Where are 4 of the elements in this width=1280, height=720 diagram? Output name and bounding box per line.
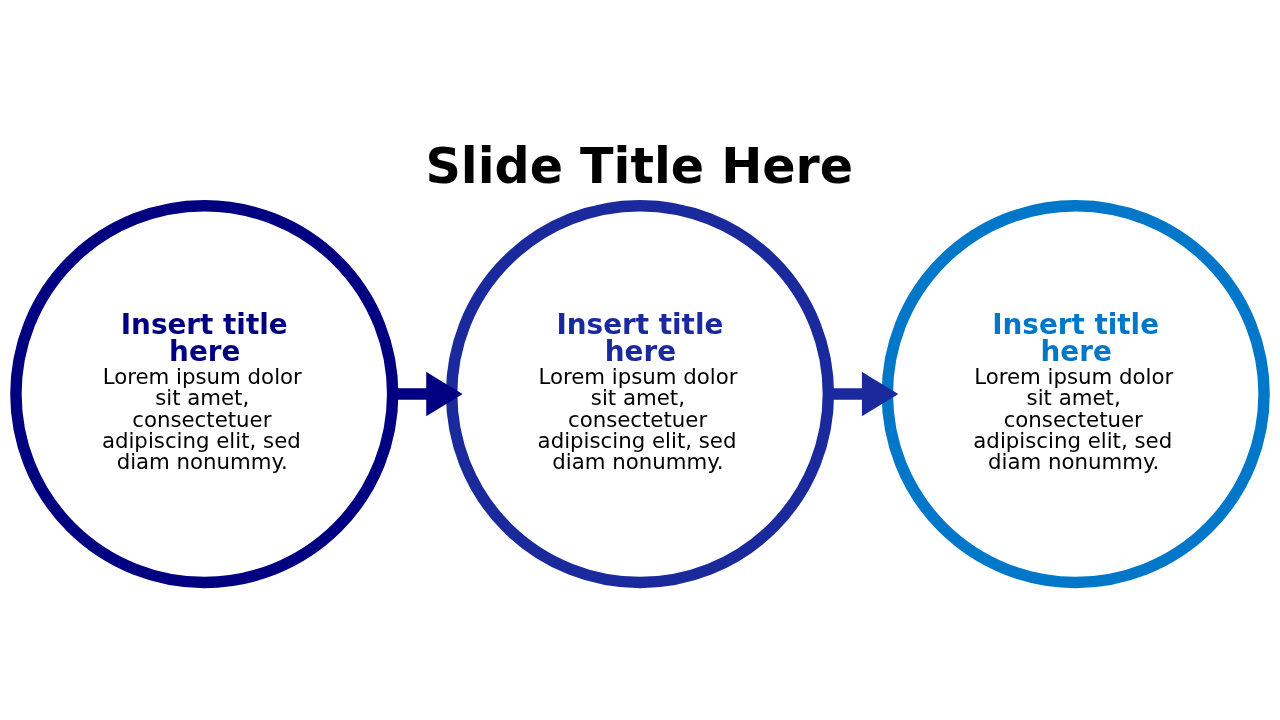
node-circle: Insert title here Lorem ipsum dolor sit amet, consectetuer adipiscing elit, sed diam nonummy.	[10, 199, 399, 588]
node-circle: Insert title here Lorem ipsum dolor sit amet, consectetuer adipiscing elit, sed diam nonummy.	[445, 199, 835, 588]
diagram-title: Slide Title Here	[425, 136, 854, 195]
node-circle: Insert title here Lorem ipsum dolor sit amet, consectetuer adipiscing elit, sed diam nonummy.	[881, 199, 1270, 588]
